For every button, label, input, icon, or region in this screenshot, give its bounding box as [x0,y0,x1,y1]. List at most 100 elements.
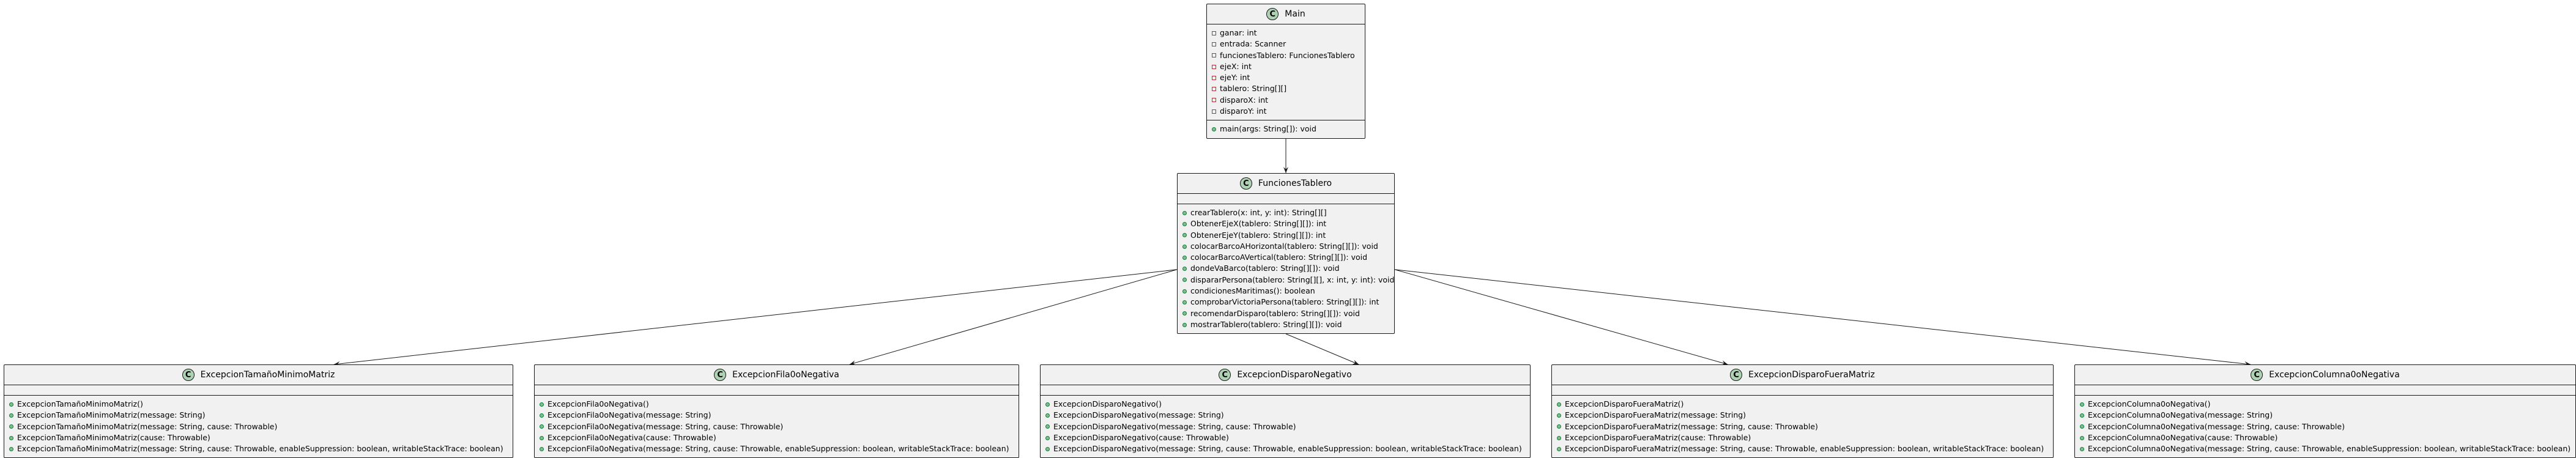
public-visibility-icon [1182,244,1187,249]
method-text: ExcepcionDisparoFueraMatriz(message: Str… [1565,410,1746,420]
fields-section [1178,194,1394,204]
method-text: ExcepcionTamañoMinimoMatriz(cause: Throw… [17,432,210,442]
private-visibility-icon [1212,64,1216,69]
method-text: ExcepcionColumna0oNegativa() [2088,399,2211,408]
private-visibility-icon [1212,87,1216,92]
private-visibility-icon [1212,98,1216,103]
method-text: comprobarVictoriaPersona(tablero: String… [1190,297,1379,307]
field-text: funcionesTablero: FuncionesTablero [1220,50,1355,60]
public-visibility-icon [1557,424,1561,429]
method-text: ExcepcionDisparoNegativo() [1053,399,1162,408]
class-header: C ExcepcionDisparoNegativo [1041,365,1530,385]
method-row: ExcepcionDisparoNegativo(cause: Throwabl… [1045,432,1530,443]
public-visibility-icon [9,446,13,451]
public-visibility-icon [1045,424,1050,429]
method-text: ExcepcionDisparoNegativo(cause: Throwabl… [1053,432,1229,442]
class-icon: C [1239,177,1252,190]
class-name: ExcepcionTamañoMinimoMatriz [200,370,335,380]
class-funciones: C FuncionesTablero crearTablero(x: int, y:… [1177,173,1395,334]
public-visibility-icon [1182,267,1187,271]
field-text: disparoX: int [1220,95,1269,105]
class-name: ExcepcionDisparoNegativo [1237,370,1352,380]
field-row: ejeY: int [1212,72,1365,83]
public-visibility-icon [1557,402,1561,407]
fields-section [1041,385,1530,396]
relation-line [333,269,1178,365]
method-text: main(args: String[]): void [1220,124,1316,134]
method-row: ExcepcionFila0oNegativa(message: String,… [540,421,1019,432]
private-visibility-icon [1212,53,1216,58]
arrowhead-icon [1283,167,1288,173]
public-visibility-icon [1182,210,1187,215]
method-row: ExcepcionDisparoNegativo(message: String… [1045,421,1530,432]
method-text: ExcepcionColumna0oNegativa(message: Stri… [2088,410,2273,420]
class-name: Main [1285,9,1305,19]
class-icon: C [1219,369,1231,381]
class-name: ExcepcionColumna0oNegativa [2269,370,2400,380]
method-row: ObtenerEjeY(tablero: String[][]): int [1182,230,1394,241]
field-text: ejeY: int [1220,73,1250,83]
method-row: ExcepcionDisparoNegativo(message: String… [1045,443,1530,454]
relation-line [1285,333,1359,365]
method-row: dispararPersona(tablero: String[][], x: … [1182,275,1394,286]
relation-line [1394,269,1728,365]
method-text: condicionesMaritimas(): boolean [1190,286,1315,296]
method-row: recomendarDisparo(tablero: String[][]): … [1182,308,1394,319]
method-row: ExcepcionTamañoMinimoMatriz(cause: Throw… [9,432,513,443]
class-icon: C [1730,369,1743,381]
method-row: ExcepcionColumna0oNegativa(message: Stri… [2080,443,2575,454]
method-row: colocarBarcoAHorizontal(tablero: String[… [1182,241,1394,252]
method-text: ExcepcionColumna0oNegativa(cause: Throwa… [2088,432,2278,442]
field-row: funcionesTablero: FuncionesTablero [1212,50,1365,61]
public-visibility-icon [1212,127,1216,132]
public-visibility-icon [2080,446,2084,451]
method-row: ExcepcionDisparoFueraMatriz() [1557,399,2053,410]
public-visibility-icon [2080,413,2084,418]
method-row: ExcepcionTamañoMinimoMatriz(message: Str… [9,421,513,432]
method-text: ExcepcionColumna0oNegativa(message: Stri… [2088,421,2345,431]
public-visibility-icon [540,446,544,451]
method-text: ExcepcionDisparoFueraMatriz(message: Str… [1565,421,1818,431]
method-row: ExcepcionColumna0oNegativa() [2080,399,2575,410]
methods-section: ExcepcionDisparoNegativo() ExcepcionDispa… [1041,396,1530,457]
private-visibility-icon [1212,31,1216,35]
public-visibility-icon [540,402,544,407]
public-visibility-icon [1045,402,1050,407]
methods-section: ExcepcionDisparoFueraMatriz() ExcepcionDi… [1552,396,2053,457]
field-text: entrada: Scanner [1220,39,1286,49]
field-row: ganar: int [1212,28,1365,39]
method-text: ExcepcionDisparoFueraMatriz() [1565,399,1684,408]
public-visibility-icon [1182,300,1187,305]
method-row: mostrarTablero(tablero: String[][]): voi… [1182,319,1394,330]
method-text: ExcepcionFila0oNegativa() [547,399,649,408]
method-row: ExcepcionFila0oNegativa() [540,399,1019,410]
method-row: ExcepcionColumna0oNegativa(cause: Throwa… [2080,432,2575,443]
field-row: entrada: Scanner [1212,39,1365,50]
arrowhead-icon [1721,360,1728,366]
method-text: ExcepcionTamañoMinimoMatriz(message: Str… [17,410,206,420]
method-row: ExcepcionTamañoMinimoMatriz(message: Str… [9,410,513,421]
methods-section: main(args: String[]): void [1207,120,1365,138]
method-row: ExcepcionColumna0oNegativa(message: Stri… [2080,410,2575,421]
public-visibility-icon [540,435,544,440]
method-text: crearTablero(x: int, y: int): String[][] [1190,208,1327,217]
method-text: ExcepcionColumna0oNegativa(message: Stri… [2088,444,2571,454]
class-name: ExcepcionDisparoFueraMatriz [1748,370,1875,380]
method-text: ExcepcionDisparoNegativo(message: String… [1053,421,1296,431]
public-visibility-icon [1045,446,1050,451]
public-visibility-icon [2080,435,2084,440]
public-visibility-icon [1557,435,1561,440]
method-row: ExcepcionColumna0oNegativa(message: Stri… [2080,421,2575,432]
method-row: ExcepcionDisparoFueraMatriz(message: Str… [1557,410,2053,421]
methods-section: ExcepcionTamañoMinimoMatriz()ExcepcionTa… [4,396,513,457]
method-text: ExcepcionDisparoNegativo(message: String… [1053,410,1224,420]
public-visibility-icon [9,435,13,440]
class-name: FuncionesTablero [1258,179,1332,188]
public-visibility-icon [1182,255,1187,260]
field-row: disparoY: int [1212,106,1365,117]
